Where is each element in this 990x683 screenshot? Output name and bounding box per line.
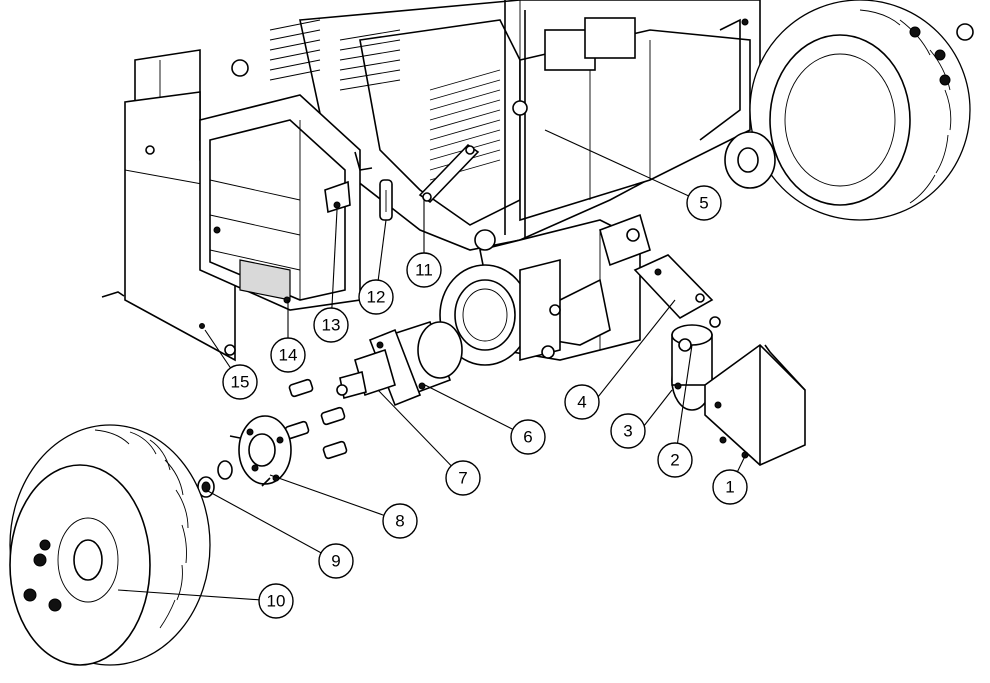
solenoid-3 bbox=[671, 324, 713, 411]
callout-label: 2 bbox=[670, 451, 679, 470]
callout-label: 6 bbox=[523, 428, 532, 447]
callout-label: 4 bbox=[577, 393, 586, 412]
wheel-left-10 bbox=[9, 424, 211, 666]
drive-motor-6 bbox=[354, 320, 463, 407]
callout-2: 2 bbox=[657, 442, 693, 478]
callout-label: 15 bbox=[231, 373, 250, 392]
washer-9 bbox=[197, 460, 233, 498]
callout-14: 14 bbox=[270, 337, 306, 373]
bracket-13 bbox=[324, 151, 373, 214]
bracket-4 bbox=[633, 254, 714, 320]
wheel-hub-8 bbox=[229, 415, 292, 487]
callout-label: 11 bbox=[415, 261, 433, 280]
mounting-bracket-1 bbox=[704, 343, 806, 466]
callout-9: 9 bbox=[318, 543, 354, 579]
callout-15: 15 bbox=[222, 364, 258, 400]
callout-10: 10 bbox=[258, 583, 294, 619]
callout-label: 5 bbox=[699, 194, 708, 213]
hub-right bbox=[724, 131, 776, 189]
gear-housing bbox=[439, 258, 561, 366]
callout-label: 9 bbox=[331, 552, 340, 571]
callout-label: 7 bbox=[458, 469, 467, 488]
mounting-bolts bbox=[284, 378, 348, 460]
callout-7: 7 bbox=[445, 460, 481, 496]
callout-11: 11 bbox=[406, 252, 442, 288]
link-11 bbox=[418, 143, 480, 204]
callout-4: 4 bbox=[564, 384, 600, 420]
wheel-right bbox=[749, 0, 974, 221]
callout-label: 13 bbox=[322, 316, 341, 335]
callout-label: 1 bbox=[725, 478, 734, 497]
callout-label: 3 bbox=[623, 422, 632, 441]
callout-13: 13 bbox=[313, 307, 349, 343]
callout-label: 8 bbox=[395, 512, 404, 531]
callout-1: 1 bbox=[712, 469, 748, 505]
callout-8: 8 bbox=[382, 503, 418, 539]
callout-12: 12 bbox=[358, 279, 394, 315]
controller-box-14 bbox=[199, 94, 361, 311]
terminal-2 bbox=[678, 316, 721, 352]
callout-label: 12 bbox=[367, 288, 386, 307]
callout-5: 5 bbox=[686, 185, 722, 221]
strap-12 bbox=[379, 179, 393, 221]
callout-3: 3 bbox=[610, 413, 646, 449]
motor-shaft-7 bbox=[336, 371, 367, 399]
callout-label: 14 bbox=[279, 346, 298, 365]
callout-label: 10 bbox=[267, 592, 286, 611]
machine-chassis bbox=[134, 0, 761, 361]
callout-6: 6 bbox=[510, 419, 546, 455]
